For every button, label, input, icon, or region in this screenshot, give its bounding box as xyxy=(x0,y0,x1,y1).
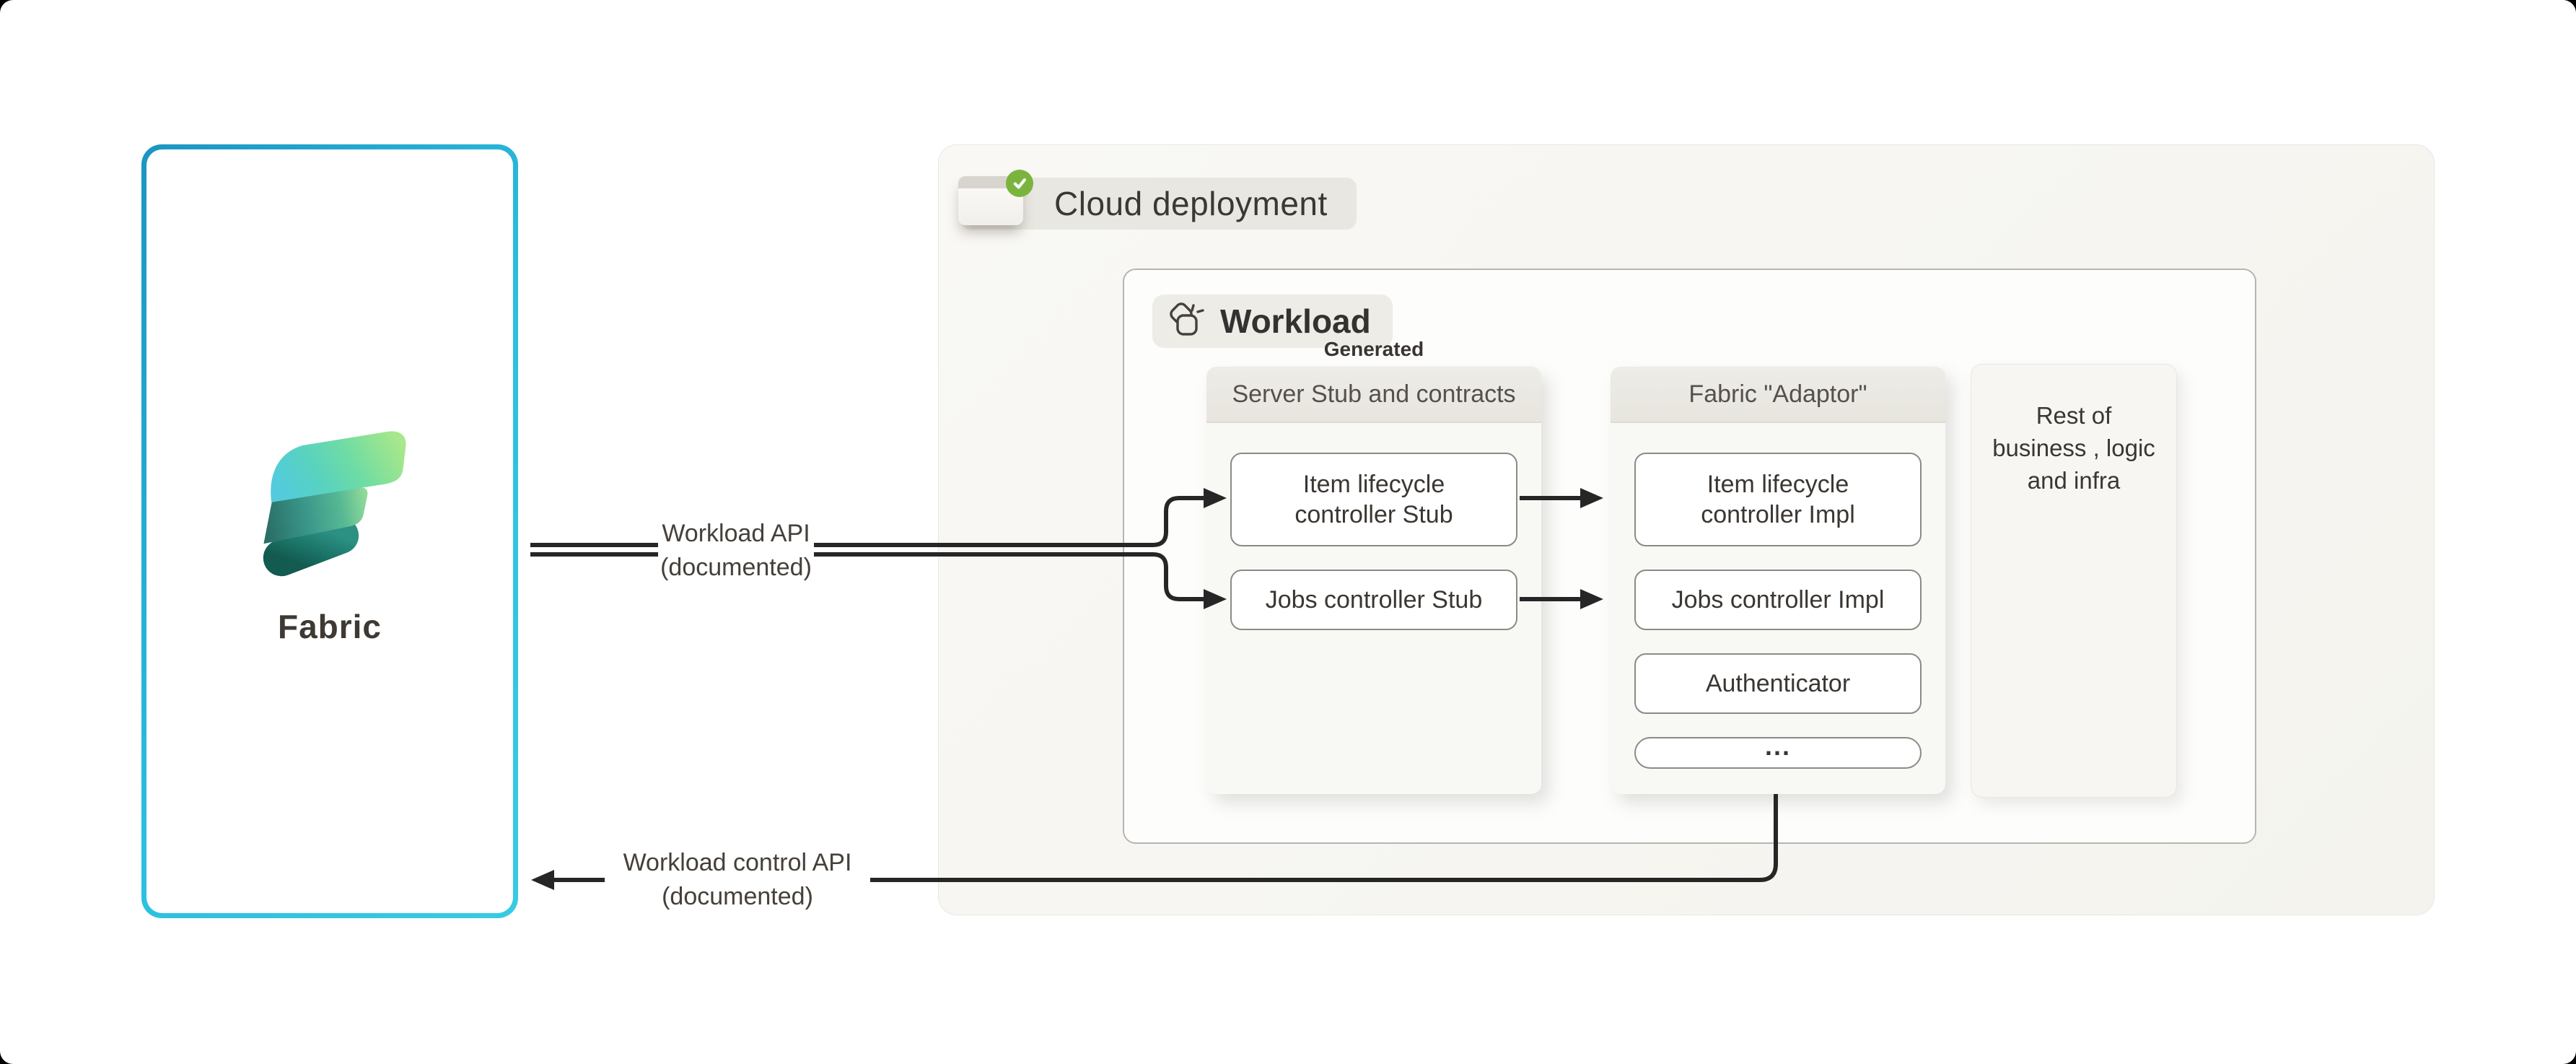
node-jobs-controller-impl: Jobs controller Impl xyxy=(1634,570,1922,630)
rest-line-1: Rest of xyxy=(2036,402,2112,429)
node-item-lifecycle-controller-stub: Item lifecycle controller Stub xyxy=(1230,453,1517,546)
rest-line-3: and infra xyxy=(2027,467,2121,494)
fabric-adaptor-column: Fabric "Adaptor" Item lifecycle controll… xyxy=(1611,367,1945,794)
check-icon xyxy=(1013,178,1026,189)
cloud-deployment-title: Cloud deployment xyxy=(1054,185,1328,222)
workload-icon xyxy=(1170,302,1204,336)
server-stub-column-title: Server Stub and contracts xyxy=(1206,367,1541,423)
workload-header: Workload xyxy=(1152,295,1393,348)
node-ellipsis: ... xyxy=(1634,731,1922,769)
green-check-badge xyxy=(1006,170,1033,197)
cloud-deployment-panel: Cloud deployment Workload Generated xyxy=(938,144,2435,915)
rest-line-2: business , logic xyxy=(1992,435,2155,461)
node-jobs-controller-stub: Jobs controller Stub xyxy=(1230,570,1517,630)
rest-of-business-node: Rest of business , logic and infra xyxy=(1971,364,2177,798)
workload-api-label: Workload API (documented) xyxy=(657,517,815,585)
workload-control-api-label: Workload control API (documented) xyxy=(605,846,870,914)
workload-control-api-label-line2: (documented) xyxy=(662,883,813,910)
fabric-node-body: Fabric xyxy=(146,149,513,913)
generated-label: Generated xyxy=(1323,338,1424,360)
workload-control-api-label-line1: Workload control API xyxy=(623,849,852,876)
workload-title: Workload xyxy=(1220,302,1371,340)
fabric-label: Fabric xyxy=(277,608,382,645)
cloud-deployment-header: Cloud deployment xyxy=(958,170,1357,230)
workload-api-label-line1: Workload API xyxy=(662,520,810,547)
fabric-adaptor-column-title: Fabric "Adaptor" xyxy=(1611,367,1945,423)
fabric-node: Fabric xyxy=(141,144,518,918)
deployed-window-icon xyxy=(958,170,1033,225)
node-item-lifecycle-controller-impl: Item lifecycle controller Impl xyxy=(1634,453,1922,546)
workload-api-label-line2: (documented) xyxy=(660,554,812,581)
server-stub-column: Server Stub and contracts Item lifecycle… xyxy=(1206,367,1541,794)
fabric-logo-icon xyxy=(263,431,406,577)
arrowhead-control-to-fabric xyxy=(531,870,554,890)
node-authenticator: Authenticator xyxy=(1634,653,1922,714)
ellipsis-text: ... xyxy=(1764,731,1791,761)
